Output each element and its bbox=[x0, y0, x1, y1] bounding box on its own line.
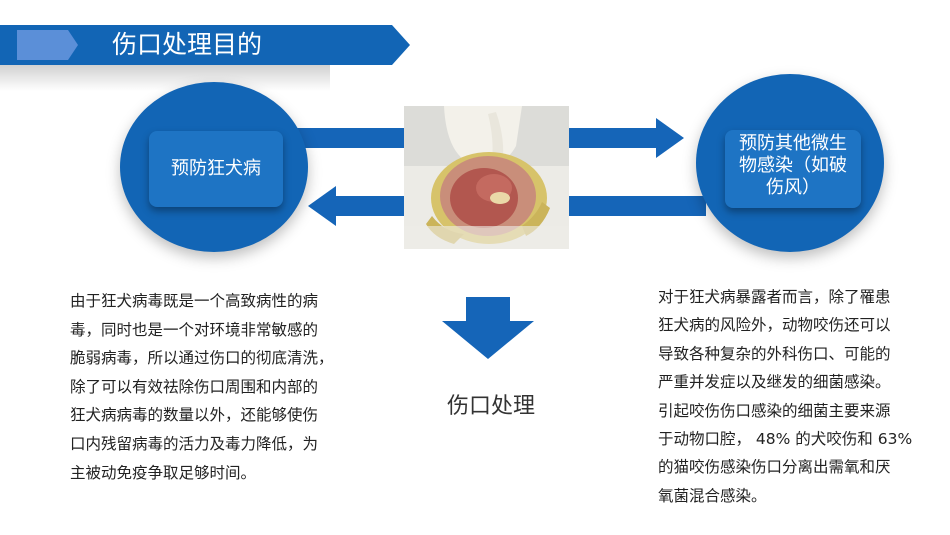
page-title: 伤口处理目的 bbox=[112, 30, 263, 59]
right-text-line: 严重并发症以及继发的细菌感染。 bbox=[658, 373, 891, 392]
left-circle-label: 预防狂犬病 bbox=[149, 131, 283, 207]
right-text-line: 对于狂犬病暴露者而言，除了罹患 bbox=[658, 288, 891, 306]
header-bar bbox=[0, 25, 410, 65]
right-text-line: 引起咬伤伤口感染的细菌主要来源 bbox=[658, 401, 891, 420]
header-chevron-icon bbox=[17, 30, 78, 60]
left-text-line: 脆弱病毒，所以通过伤口的彻底清洗， bbox=[70, 349, 334, 368]
right-text-line: 导致各种复杂的外科伤口、可能的 bbox=[658, 344, 891, 363]
header-shadow bbox=[0, 65, 330, 91]
left-text-line: 由于狂犬病毒既是一个高致病性的病 bbox=[70, 292, 319, 310]
left-description: 由于狂犬病毒既是一个高致病性的病 毒，同时也是一个对环境非常敏感的 脆弱病毒，所… bbox=[70, 287, 366, 487]
right-text-line: 于动物口腔， 48% 的犬咬伤和 63% bbox=[658, 430, 913, 449]
right-circle-label: 预防其他微生物感染（如破伤风） bbox=[739, 133, 847, 198]
left-text-line: 主被动免疫争取足够时间。 bbox=[70, 463, 257, 482]
wound-photo-icon bbox=[404, 106, 569, 249]
right-text-line: 氧菌混合感染。 bbox=[658, 486, 767, 505]
right-text-line: 狂犬病的风险外，动物咬伤还可以 bbox=[658, 316, 891, 335]
right-description: 对于狂犬病暴露者而言，除了罹患 狂犬病的风险外，动物咬伤还可以 导致各种复杂的外… bbox=[658, 283, 930, 510]
left-text-line: 狂犬病病毒的数量以外，还能够使伤 bbox=[70, 406, 319, 425]
right-circle-box: 预防其他微生物感染（如破伤风） bbox=[725, 130, 861, 208]
right-text-line: 的猫咬伤感染伤口分离出需氧和厌 bbox=[658, 458, 891, 477]
header-banner: 伤口处理目的 bbox=[0, 25, 410, 91]
left-text-line: 除了可以有效祛除伤口周围和内部的 bbox=[70, 377, 319, 396]
left-text-line: 毒，同时也是一个对环境非常敏感的 bbox=[70, 320, 319, 339]
left-text-line: 口内残留病毒的活力及毒力降低，为 bbox=[70, 434, 319, 453]
center-label: 伤口处理 bbox=[447, 394, 536, 419]
arrow-down-icon bbox=[442, 297, 534, 359]
